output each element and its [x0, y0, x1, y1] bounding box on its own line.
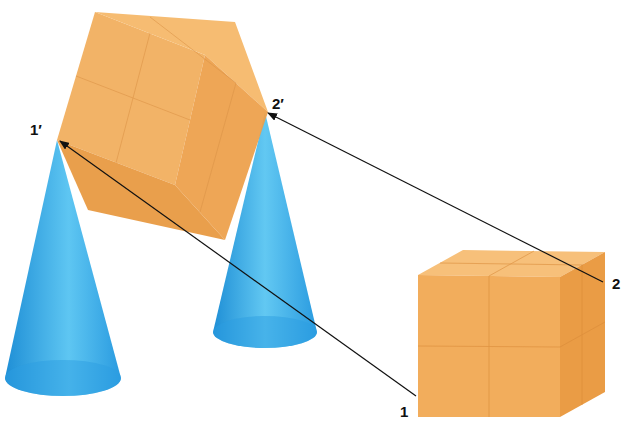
callout-number: 1′: [30, 122, 42, 137]
callout-number: 2: [612, 276, 620, 291]
rotated-cube: [57, 12, 268, 240]
callout-number: 2′: [272, 96, 284, 111]
callout-number: 1: [400, 404, 408, 419]
arrow: [60, 141, 416, 396]
arrow: [268, 113, 603, 282]
cube: [418, 250, 605, 417]
